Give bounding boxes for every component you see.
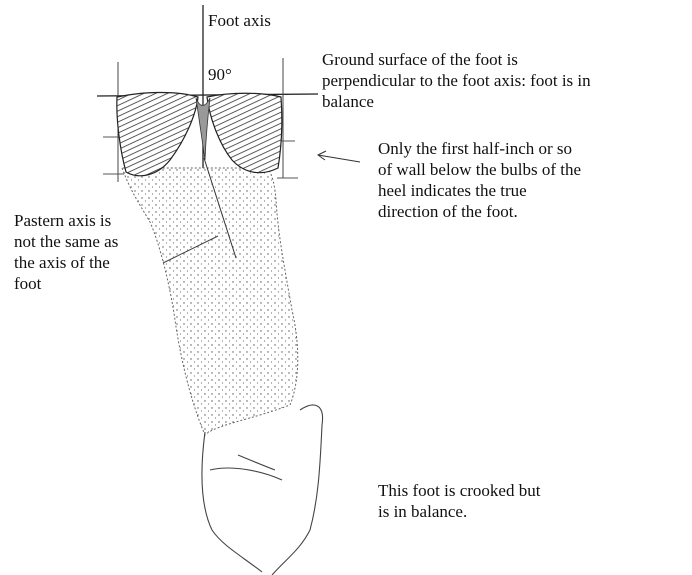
- ground-surface-line-2: perpendicular to the foot axis: foot is …: [322, 70, 591, 91]
- crooked-note-line-2: is in balance.: [378, 501, 540, 522]
- pastern-note-line-2: not the same as: [14, 231, 118, 252]
- crooked-note-line-1: This foot is crooked but: [378, 480, 540, 501]
- ground-surface-line-3: balance: [322, 91, 591, 112]
- angle-label: 90°: [208, 64, 232, 85]
- pastern-body: [122, 168, 298, 435]
- pastern-note-line-3: the axis of the: [14, 252, 118, 273]
- wall-note-line-1: Only the first half-inch or so: [378, 138, 581, 159]
- wall-note-line-4: direction of the foot.: [378, 201, 581, 222]
- right-heel-bulb: [207, 93, 282, 172]
- pastern-note-line-1: Pastern axis is: [14, 210, 118, 231]
- left-heel-bulb: [117, 92, 198, 175]
- pastern-axis-note: Pastern axis is not the same as the axis…: [14, 210, 118, 294]
- wall-note-line-3: heel indicates the true: [378, 180, 581, 201]
- ground-surface-note: Ground surface of the foot is perpendicu…: [322, 49, 591, 112]
- wall-direction-note: Only the first half-inch or so of wall b…: [378, 138, 581, 222]
- foot-axis-label: Foot axis: [208, 10, 271, 31]
- wall-note-line-2: of wall below the bulbs of the: [378, 159, 581, 180]
- hand-outline: [202, 405, 323, 575]
- ground-surface-line-1: Ground surface of the foot is: [322, 49, 591, 70]
- crooked-foot-note: This foot is crooked but is in balance.: [378, 480, 540, 522]
- pastern-note-line-4: foot: [14, 273, 118, 294]
- wall-arrow: [318, 151, 360, 162]
